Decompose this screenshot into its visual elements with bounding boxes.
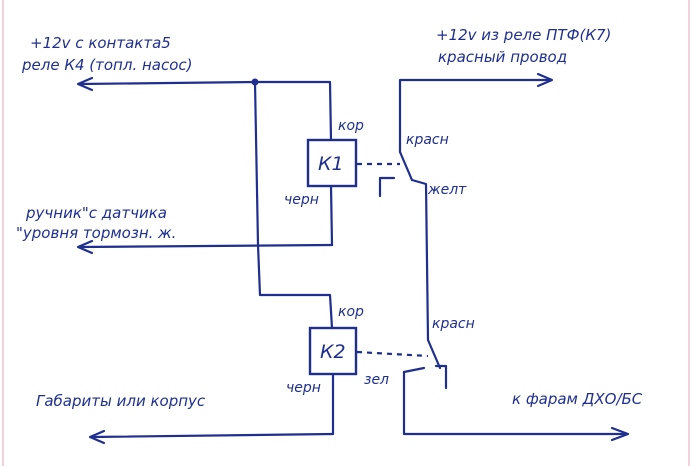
k2-coil-feed (258, 293, 334, 330)
supply-arrow-left-head (76, 76, 94, 92)
k1-coil-return (329, 184, 334, 247)
k1-coil-top-label: кор (338, 118, 364, 134)
k2-switch-blade (426, 338, 442, 370)
top-left-label-line2: реле К4 (топл. насос) (21, 56, 193, 74)
ptf-supply-wire (398, 78, 552, 154)
mid-left-label-line1: ручник"с датчика (25, 204, 167, 222)
supply-wire-left (78, 80, 257, 86)
relay-k2-coil (308, 326, 358, 376)
bottom-left-label: Габариты или корпус (36, 392, 206, 410)
ground-wire (90, 432, 335, 439)
relay-k1-coil (306, 138, 358, 188)
k1-coil-bottom-label: черн (284, 192, 319, 208)
bus-wire-vertical (253, 80, 262, 297)
handbrake-wire (78, 243, 334, 249)
relay-k1-name: К1 (318, 153, 344, 175)
k2-coil-top-label: кор (338, 304, 364, 320)
relay-k2-name: К2 (320, 341, 346, 363)
k1-coil-feed (253, 80, 333, 142)
k2-contact-top-label: красн (432, 316, 475, 332)
k1-out-wire (410, 178, 430, 342)
mid-left-label-line2: "уровня тормозн. ж. (16, 224, 176, 242)
k2-green-tap (402, 366, 426, 374)
k1-nc-contact (378, 176, 396, 198)
k1-switch-blade (398, 150, 414, 182)
top-right-label-line1: +12v из реле ПТФ(К7) (436, 26, 611, 44)
k2-nc-contact (434, 364, 448, 390)
k2-out-wire (402, 370, 628, 436)
k2-coil-bottom-label: черн (286, 380, 321, 396)
top-right-label-line2: красный провод (438, 48, 567, 66)
k1-contact-out-label: желт (427, 182, 467, 198)
ptf-arrow-head (536, 72, 554, 88)
k2-contact-out-label: зел (364, 372, 389, 388)
k1-contact-top-label: красн (406, 132, 449, 148)
bottom-right-label: к фарам ДХО/БС (512, 390, 643, 408)
ground-arrow-head (88, 429, 106, 445)
top-left-label-line1: +12v с контакта5 (30, 34, 171, 52)
drl-arrow-head (610, 426, 630, 442)
k2-mechanical-link (356, 350, 429, 358)
handbrake-arrow-head (76, 239, 94, 255)
